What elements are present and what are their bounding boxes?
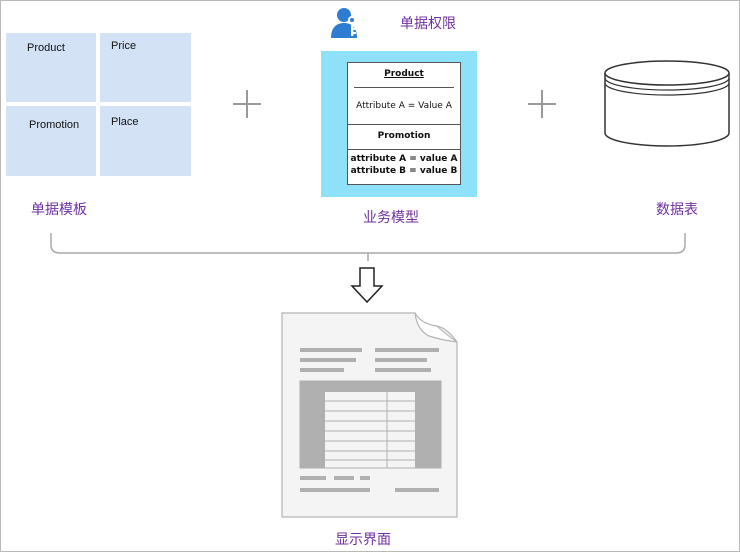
permission-caption: 单据权限 xyxy=(400,16,456,32)
model-section-product-title: Product xyxy=(384,69,424,79)
result-caption: 显示界面 xyxy=(335,532,391,548)
template-cell-promotion: Promotion xyxy=(6,106,96,176)
down-arrow-icon xyxy=(350,267,384,304)
template-cell-product-label: Product xyxy=(27,42,65,54)
model-divider xyxy=(348,149,460,150)
model-section-promotion-title: Promotion xyxy=(377,131,431,141)
model-divider xyxy=(354,87,454,88)
user-key-icon xyxy=(331,8,357,38)
template-cell-price-label: Price xyxy=(111,40,137,52)
business-model-card: Product Attribute A = Value A Promotion … xyxy=(347,62,461,185)
model-product-attribute: Attribute A = Value A xyxy=(356,101,452,111)
model-promotion-attribute-a: attribute A = value A xyxy=(350,154,458,164)
template-cell-promotion-label: Promotion xyxy=(29,119,80,131)
template-cell-place-label: Place xyxy=(111,116,139,128)
template-grid: Product Price Promotion Place xyxy=(6,33,191,176)
document-form-icon xyxy=(281,312,458,518)
template-cell-product: Product xyxy=(6,33,96,102)
template-caption: 单据模板 xyxy=(31,202,87,218)
model-caption: 业务模型 xyxy=(363,210,419,226)
merge-brace xyxy=(50,233,686,261)
template-cell-place: Place xyxy=(100,106,191,176)
model-divider xyxy=(348,124,460,125)
table-caption: 数据表 xyxy=(656,202,698,218)
model-promotion-attribute-b: attribute B = value B xyxy=(350,166,458,176)
template-cell-price: Price xyxy=(100,33,191,102)
database-cylinder-icon xyxy=(604,60,730,147)
